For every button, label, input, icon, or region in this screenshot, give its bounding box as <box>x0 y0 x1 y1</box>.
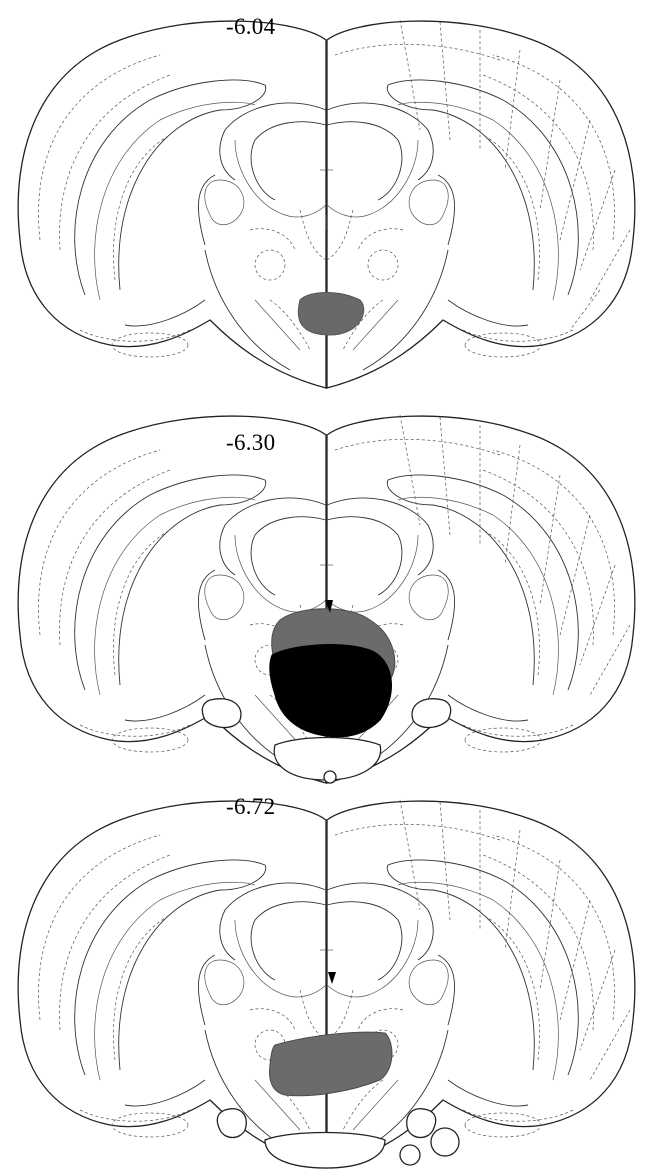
section-672: -6.72 <box>0 780 653 1170</box>
section-630: -6.30 <box>0 395 653 785</box>
brain-section-drawing <box>0 395 653 785</box>
brain-section-drawing <box>0 780 653 1170</box>
bregma-coordinate: -6.30 <box>226 430 275 456</box>
bregma-coordinate: -6.04 <box>226 14 275 40</box>
section-604: -6.04 <box>0 0 653 390</box>
bregma-coordinate: -6.72 <box>226 794 275 820</box>
brain-section-drawing <box>0 0 653 390</box>
